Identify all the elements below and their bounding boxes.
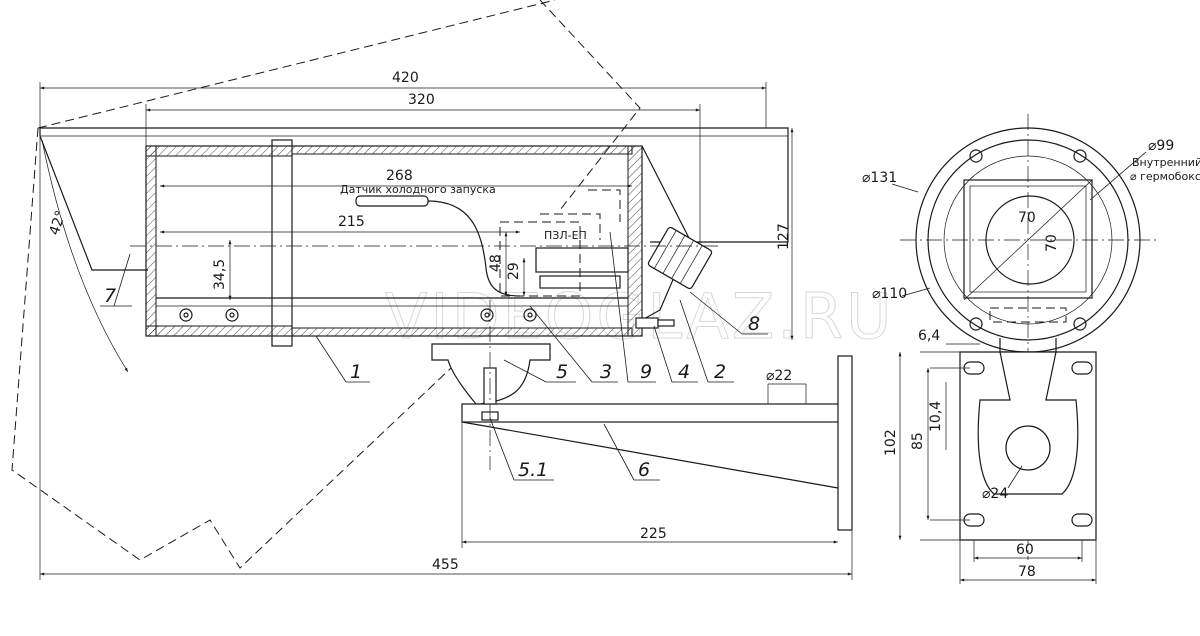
callout-6: 6 xyxy=(638,459,650,481)
housing-front-cap xyxy=(627,145,643,337)
callout-9: 9 xyxy=(640,361,652,383)
screw-icons xyxy=(179,308,537,322)
dim-78: 78 xyxy=(1018,564,1036,580)
housing-rear-cap xyxy=(145,145,157,337)
sensor-cable xyxy=(427,200,521,297)
dim-60: 60 xyxy=(1016,542,1034,558)
dim-320: 320 xyxy=(408,92,435,108)
mount-hole xyxy=(1005,425,1051,471)
dim-34-5: 34,5 xyxy=(212,259,228,290)
tilt-envelope-outline xyxy=(11,0,641,569)
front-screw-icons xyxy=(969,149,1087,331)
front-mount-plate xyxy=(959,351,1097,541)
bracket-arm xyxy=(461,403,841,423)
dim-10-4: 10,4 xyxy=(928,401,944,432)
callout-4: 4 xyxy=(678,361,690,383)
front-dimensions: ⌀131 ⌀110 ⌀99 Внутренний ⌀ гермобокса 70… xyxy=(862,138,1200,584)
ground-bolt xyxy=(635,317,675,329)
dim-d99: ⌀99 xyxy=(1148,138,1174,154)
housing-wall-top xyxy=(145,145,293,157)
side-view xyxy=(11,0,853,569)
side-dimensions: 420 320 268 215 127 34,5 48 29 42° ⌀22 2… xyxy=(39,70,853,580)
callout-1: 1 xyxy=(350,361,362,383)
dim-70-horizontal: 70 xyxy=(1018,210,1036,226)
angle-arc xyxy=(41,139,129,373)
dim-6-4: 6,4 xyxy=(918,328,940,344)
cold-start-sensor xyxy=(355,195,429,207)
inner-note-line2: ⌀ гермобокса xyxy=(1130,170,1200,183)
wall-plate xyxy=(837,355,853,531)
part-callouts: 7 1 5 3 9 4 2 8 5.1 6 xyxy=(100,231,768,481)
dim-70-vertical: 70 xyxy=(1044,234,1060,252)
callout-7: 7 xyxy=(104,285,116,307)
dim-225: 225 xyxy=(640,526,667,542)
dim-42-angle: 42° xyxy=(47,209,70,238)
dim-29: 29 xyxy=(506,262,522,280)
pzl-note: ПЗЛ-ЕП xyxy=(544,229,587,242)
sensor-note: Датчик холодного запуска xyxy=(340,183,496,196)
dim-d24: ⌀24 xyxy=(982,486,1008,502)
dim-48: 48 xyxy=(488,254,504,272)
dim-215: 215 xyxy=(338,214,365,230)
pzl-board xyxy=(535,247,629,273)
dim-85: 85 xyxy=(910,432,926,450)
dim-d110: ⌀110 xyxy=(872,286,907,302)
dim-455: 455 xyxy=(432,557,459,573)
inner-note-line1: Внутренний xyxy=(1132,156,1200,169)
dim-420: 420 xyxy=(392,70,419,86)
callout-3: 3 xyxy=(600,361,612,383)
dim-102: 102 xyxy=(883,429,899,456)
callout-2: 2 xyxy=(714,361,726,383)
dim-d131: ⌀131 xyxy=(862,170,897,186)
dim-268: 268 xyxy=(386,168,413,184)
camera-outline xyxy=(499,189,621,297)
front-view xyxy=(900,114,1160,560)
callout-8: 8 xyxy=(748,313,760,335)
cable-gland xyxy=(647,226,713,290)
housing-wall-bottom xyxy=(145,325,293,337)
dim-127: 127 xyxy=(776,223,792,250)
dim-d22: ⌀22 xyxy=(766,368,792,384)
callout-5: 5 xyxy=(556,361,568,383)
callout-5-1: 5.1 xyxy=(518,459,548,481)
